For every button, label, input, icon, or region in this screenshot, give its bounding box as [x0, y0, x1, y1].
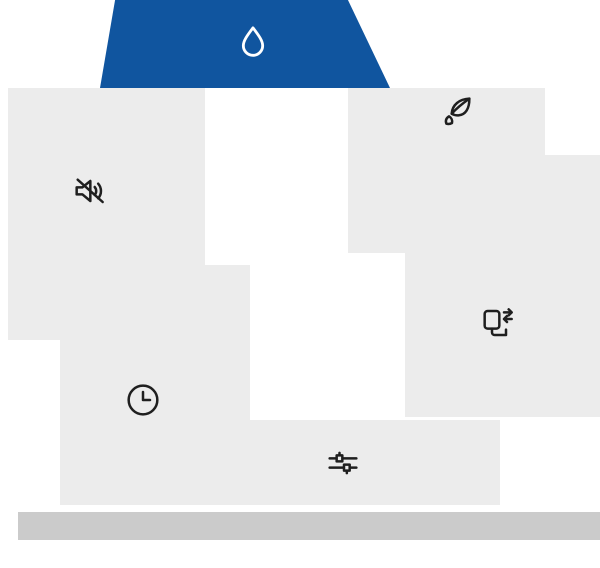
clock-icon[interactable] — [121, 378, 165, 422]
tile-settings[interactable] — [205, 420, 500, 505]
mute-speaker-icon[interactable] — [68, 169, 112, 213]
water-drop-icon — [231, 20, 275, 64]
tile-power[interactable] — [405, 155, 600, 417]
leaf-icon[interactable] — [436, 89, 480, 133]
plug-sync-icon[interactable] — [475, 300, 519, 344]
water-drop-header[interactable] — [100, 0, 390, 88]
sliders-icon[interactable] — [321, 441, 365, 485]
bottom-bar — [18, 512, 600, 540]
